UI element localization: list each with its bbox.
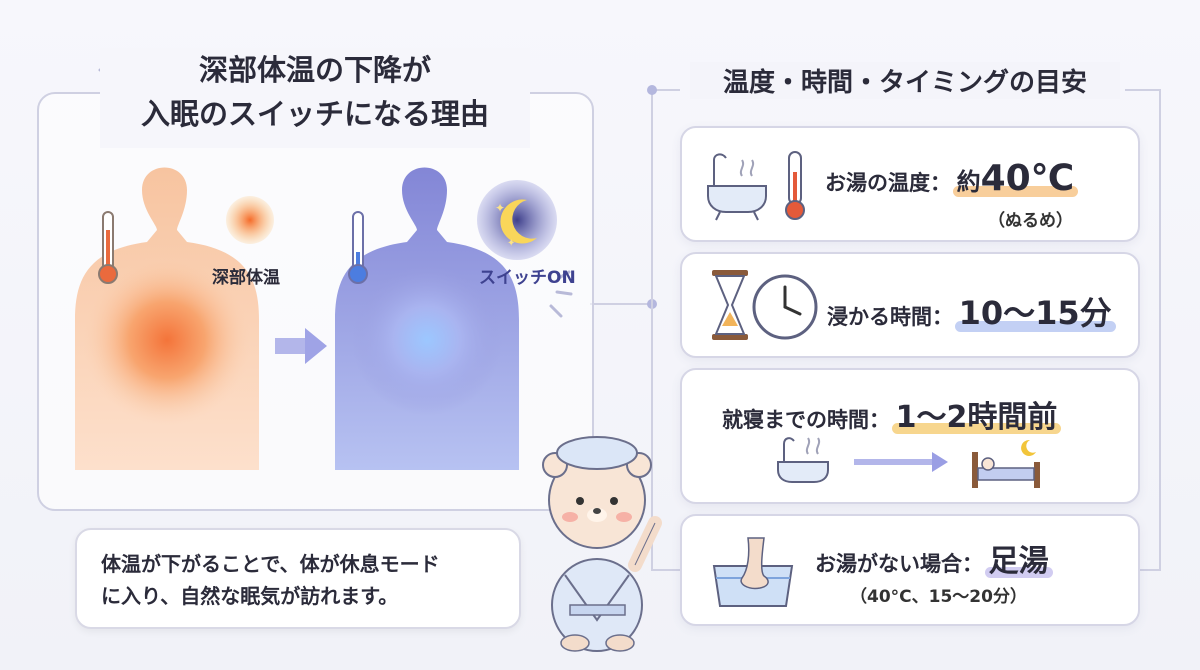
- thermometer-icon: [785, 151, 805, 220]
- arrow-right-icon: [854, 452, 948, 472]
- sun-icon: [226, 196, 274, 244]
- caption-line-1: 体温が下がることで、体が休息モード: [101, 552, 440, 576]
- warm-body-silhouette: [75, 167, 259, 470]
- svg-text:✦: ✦: [507, 238, 515, 249]
- card-2-label: 浸かる時間：: [827, 305, 953, 329]
- cool-body-silhouette: [335, 167, 519, 470]
- body-illustration: ✦ ✦: [75, 167, 573, 470]
- caption-line-2: に入り、自然な眠気が訪れます。: [101, 584, 399, 608]
- bathtub-icon: [707, 153, 767, 221]
- card-2-value: 10〜15分: [954, 288, 1116, 334]
- card-3-label: 就寝までの時間：: [722, 408, 890, 432]
- card-water-temperature: お湯の温度： 約40℃ （ぬるめ）: [680, 126, 1140, 242]
- moon-stars-icon: ✦ ✦: [477, 180, 557, 260]
- small-bathtub-icon: [777, 437, 829, 483]
- card-4-label: お湯がない場合：: [815, 552, 983, 576]
- card-foot-bath: お湯がない場合： 足湯 （40°C、15〜20分）: [680, 514, 1140, 626]
- thermometer-cold-icon: [348, 211, 368, 284]
- thermometer-hot-icon: [98, 211, 118, 284]
- svg-text:✦: ✦: [495, 201, 505, 215]
- arrow-right-icon: [275, 328, 327, 364]
- card-1-label: お湯の温度：: [825, 171, 951, 195]
- card-1-value: 約40℃: [952, 158, 1079, 199]
- card-3-value: 1〜2時間前: [891, 392, 1062, 436]
- card-1-sub: （ぬるめ）: [988, 211, 1073, 231]
- foot-bath-icon: [712, 537, 794, 607]
- bed-icon: [972, 439, 1040, 488]
- clock-icon: [752, 274, 818, 340]
- card-4-value: 足湯: [984, 536, 1053, 580]
- speech-bubble: 体温が下がることで、体が休息モード に入り、自然な眠気が訪れます。: [75, 528, 521, 629]
- switch-on-label: スイッチON: [479, 268, 576, 288]
- card-soak-time: 浸かる時間： 10〜15分: [680, 252, 1140, 358]
- panel-title: 深部体温の下降が 入眠のスイッチになる理由: [100, 48, 530, 148]
- card-before-bed: 就寝までの時間： 1〜2時間前: [680, 368, 1140, 504]
- bath-to-bed-illustration: [777, 437, 1040, 488]
- hourglass-icon: [712, 270, 748, 340]
- card-4-sub: （40°C、15〜20分）: [850, 587, 1027, 607]
- core-temp-label: 深部体温: [212, 268, 280, 288]
- bear-mascot: [542, 436, 662, 652]
- tips-title: 温度・時間・タイミングの目安: [690, 62, 1120, 99]
